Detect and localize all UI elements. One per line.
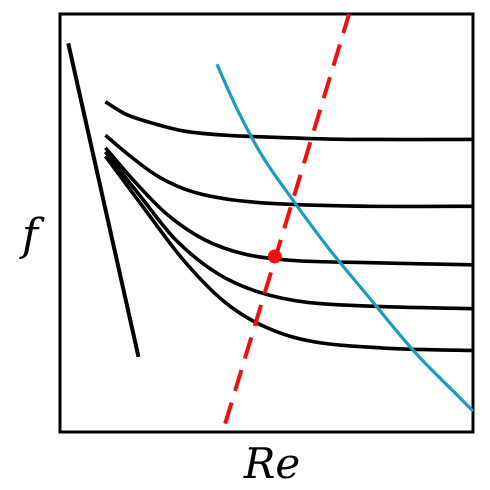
- series-layer: [66, 13, 475, 425]
- black-curve-2: [104, 133, 474, 209]
- dashed-line: [223, 13, 352, 425]
- marker-layer: [267, 249, 282, 264]
- straight-line: [66, 42, 141, 358]
- black-curve-1: [104, 100, 474, 142]
- blue-curve: [215, 63, 475, 413]
- intersection-marker: [267, 249, 282, 264]
- black-curve-3: [104, 146, 474, 267]
- y-axis-label: f: [19, 210, 45, 261]
- x-axis-label: Re: [243, 439, 300, 488]
- plot-frame: [58, 12, 475, 434]
- black-curve-5: [103, 155, 474, 353]
- black-curve-4: [104, 150, 474, 311]
